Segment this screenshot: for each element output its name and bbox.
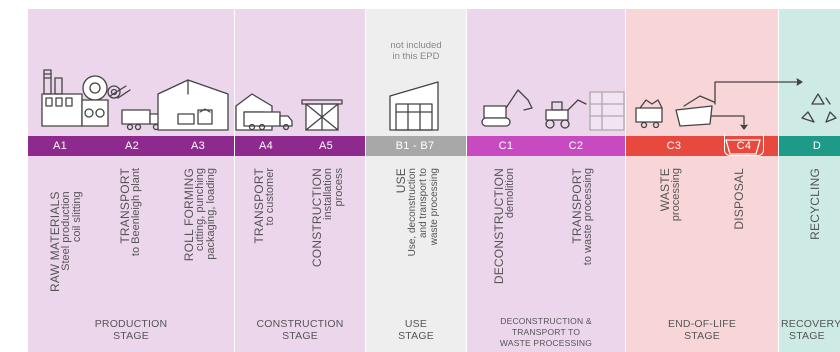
loader-icon — [545, 99, 587, 129]
house-icon — [389, 81, 439, 131]
construction-module-bar — [235, 136, 365, 156]
stage-deconstruction-line1: DECONSTRUCTION & — [500, 316, 592, 326]
stage-use-line2: STAGE — [398, 330, 434, 342]
use-title: USE — [394, 168, 408, 194]
stage-deconstruction-line2: TRANSPORT TO — [511, 327, 581, 337]
stage-construction-line1: CONSTRUCTION — [256, 318, 344, 330]
use-module-bar — [366, 136, 466, 156]
recycle-symbol-icon — [801, 93, 837, 123]
stage-deconstruction-line3: WASTE PROCESSING — [499, 338, 593, 348]
demolished-building-icon — [589, 91, 625, 131]
disposal-title: DISPOSAL — [732, 168, 746, 230]
note-line-1: not included — [390, 40, 442, 51]
module-a4: A4 — [258, 140, 274, 152]
transport-c2-line1: to waste processing — [582, 168, 594, 266]
use-line3: waste processing — [429, 168, 440, 246]
stage-recovery-line2: STAGE — [789, 330, 825, 342]
use-stage-background — [366, 9, 466, 352]
recycling-title: RECYCLING — [808, 168, 822, 240]
stage-endoflife-line1: END-OF-LIFE — [667, 318, 737, 330]
process-deconstruction: DECONSTRUCTION demolition — [492, 168, 526, 296]
production-module-bar — [28, 136, 234, 156]
not-included-note: not included in this EPD — [368, 40, 464, 62]
stage-production-line1: PRODUCTION — [94, 318, 168, 330]
transport-a2-line1: to Beenleigh plant — [130, 168, 142, 257]
use-line1: Use, deconstruction — [407, 168, 418, 257]
waste-truck-icon — [635, 99, 663, 129]
recovery-stage-background — [779, 9, 840, 352]
module-a2: A2 — [124, 140, 140, 152]
truck-a2-icon — [121, 109, 163, 131]
construction-line2: process — [333, 168, 345, 207]
module-c3: C3 — [666, 140, 682, 152]
stage-endoflife-line2: STAGE — [684, 330, 720, 342]
module-b1-b7: B1 - B7 — [395, 140, 435, 152]
stage-use-line1: USE — [404, 318, 428, 330]
process-use: USE Use, deconstruction and transport to… — [394, 168, 452, 296]
stage-deconstruction-label: DECONSTRUCTION & TRANSPORT TO WASTE PROC… — [467, 316, 625, 349]
process-raw-materials: RAW MATERIALS Steel production coil slit… — [48, 168, 96, 296]
endoflife-stage-background — [626, 9, 778, 352]
stage-production-label: PRODUCTION STAGE — [28, 318, 234, 342]
recovery-arrow-icon — [714, 81, 801, 105]
module-c2: C2 — [568, 140, 584, 152]
construction-stage-background — [235, 9, 365, 352]
process-transport-a4: TRANSPORT to customer — [252, 168, 286, 296]
stage-construction-line2: STAGE — [282, 330, 318, 342]
module-c4: C4 — [736, 140, 752, 152]
process-recycling: RECYCLING — [808, 168, 830, 296]
waste-line1: processing — [670, 168, 682, 222]
building-frame-icon — [301, 99, 343, 131]
process-waste: WASTE processing — [658, 168, 692, 296]
excavator-icon — [481, 89, 533, 127]
deconstruction-stage-background — [467, 9, 625, 352]
recycling-bin-icon — [675, 95, 715, 127]
process-disposal: DISPOSAL — [732, 168, 754, 296]
process-roll-forming: ROLL FORMING cutting, punching packaging… — [182, 168, 230, 296]
landfill-pit-icon — [725, 139, 761, 155]
truck-a4-icon — [243, 111, 293, 131]
stage-construction-label: CONSTRUCTION STAGE — [235, 318, 365, 342]
module-a1: A1 — [52, 140, 68, 152]
stage-recovery-label: RECOVERY STAGE — [779, 318, 840, 342]
module-d: D — [812, 140, 822, 152]
stage-recovery-line1: RECOVERY — [781, 318, 840, 330]
stage-use-label: USE STAGE — [366, 318, 466, 342]
stage-production-line2: STAGE — [113, 330, 149, 342]
use-line2: and transport to — [418, 168, 429, 239]
raw-materials-line2: coil slitting — [71, 191, 83, 243]
process-transport-c2: TRANSPORT to waste processing — [570, 168, 604, 296]
stage-endoflife-label: END-OF-LIFE STAGE — [626, 318, 778, 342]
endoflife-module-bar — [626, 136, 778, 156]
roll-forming-line2: packaging, loading — [205, 168, 217, 260]
disposal-arrow-icon — [711, 115, 745, 129]
transport-a4-line1: to customer — [264, 168, 276, 226]
rollforming-plant-icon — [157, 79, 229, 131]
module-c4-box — [724, 134, 764, 156]
module-a3: A3 — [190, 140, 206, 152]
recovery-module-bar — [779, 136, 840, 156]
module-c1: C1 — [498, 140, 514, 152]
steel-coil-icon — [107, 85, 131, 99]
process-transport-a2: TRANSPORT to Beenleigh plant — [118, 168, 152, 296]
production-stage-background — [28, 9, 234, 352]
process-construction: CONSTRUCTION installation process — [310, 168, 358, 296]
factory-icon — [41, 69, 109, 127]
deconstruction-line1: demolition — [504, 168, 516, 219]
note-line-2: in this EPD — [392, 51, 440, 62]
module-a5: A5 — [318, 140, 334, 152]
deconstruction-module-bar — [467, 136, 625, 156]
